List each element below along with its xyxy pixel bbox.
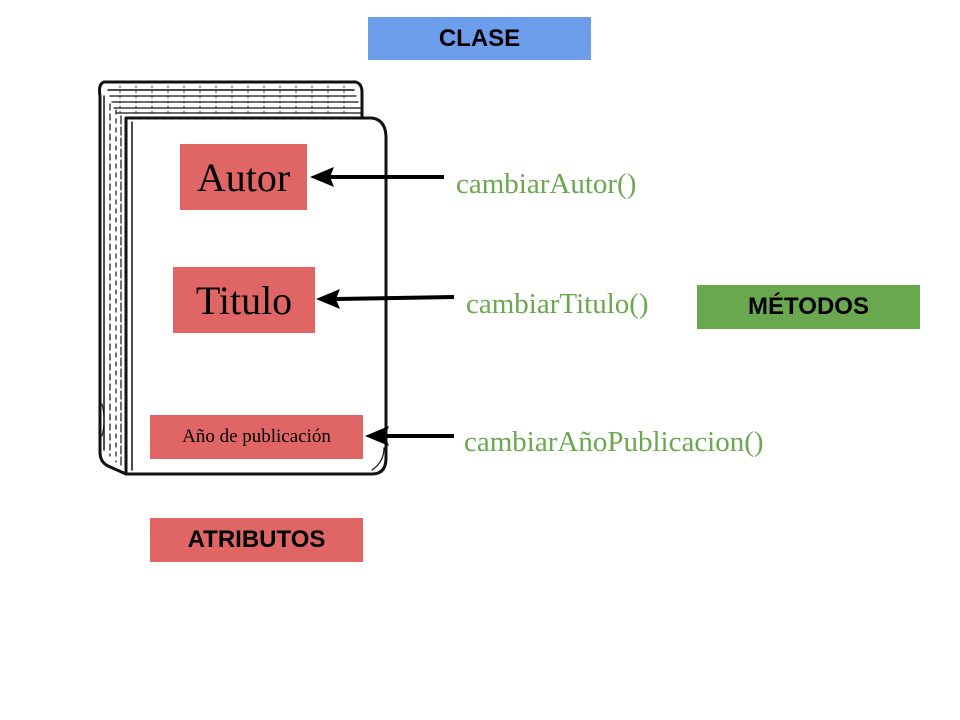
arrow-titulo: [316, 289, 455, 309]
method-cambiar-titulo: cambiarTitulo(): [466, 288, 649, 320]
arrow-anio: [365, 426, 454, 446]
attribute-titulo: Titulo: [173, 267, 315, 333]
method-cambiar-autor: cambiarAutor(): [456, 168, 637, 200]
arrow-autor: [310, 167, 444, 187]
book-icon: [98, 80, 388, 476]
atributos-label: ATRIBUTOS: [150, 518, 363, 562]
metodos-label: MÉTODOS: [697, 285, 920, 329]
attribute-anio-publicacion: Año de publicación: [150, 415, 363, 459]
attribute-autor: Autor: [180, 144, 307, 210]
clase-label: CLASE: [368, 17, 591, 60]
method-cambiar-anio-publicacion: cambiarAñoPublicacion(): [464, 426, 764, 458]
